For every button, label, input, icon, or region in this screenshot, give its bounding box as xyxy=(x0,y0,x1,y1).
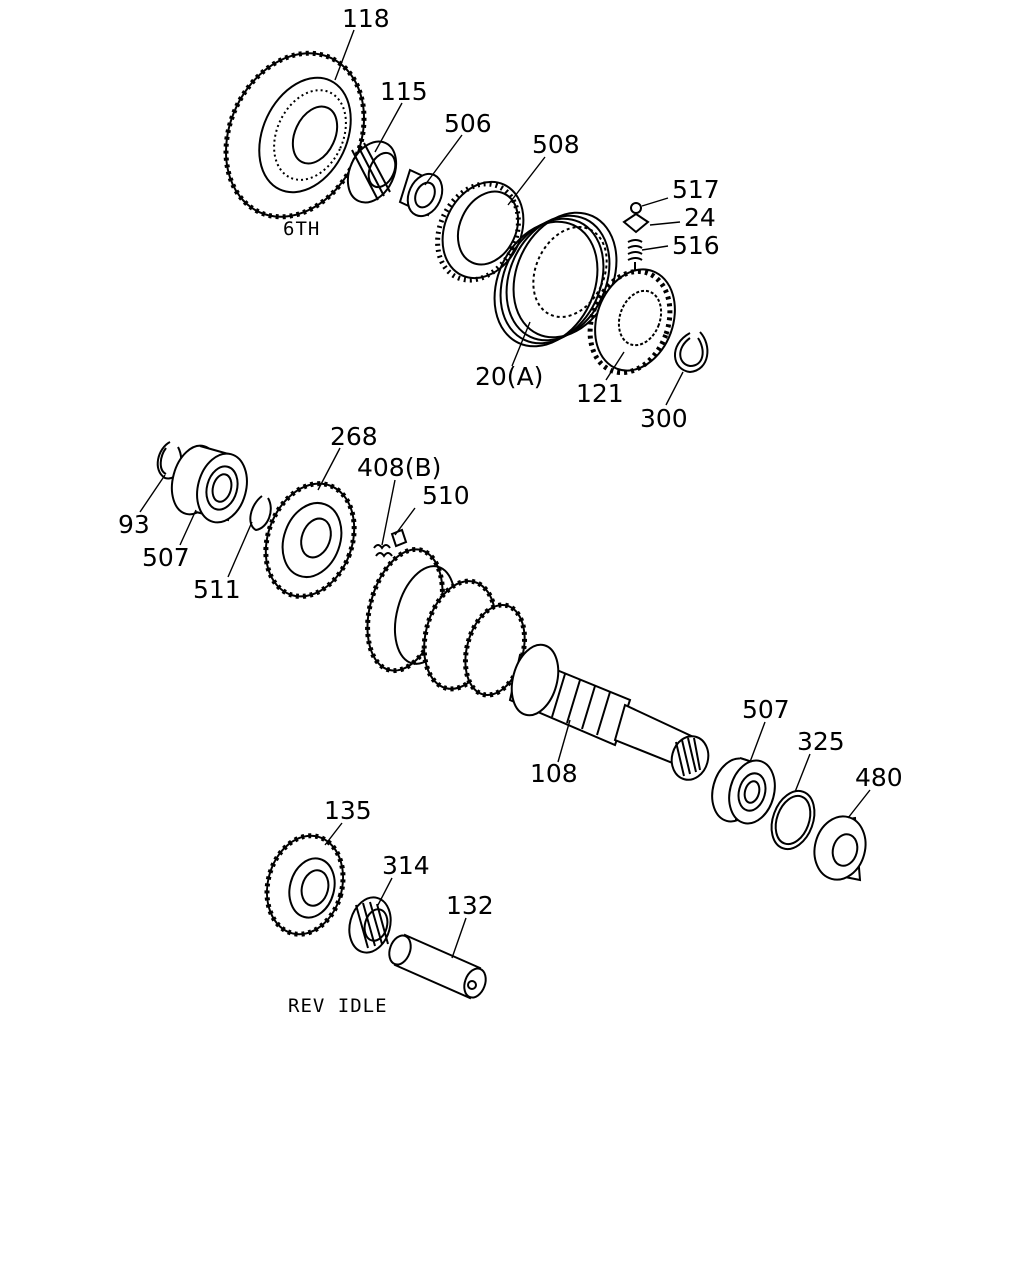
part-314-needle-bearing xyxy=(348,896,392,954)
part-135-reverse-idle-gear xyxy=(264,833,346,937)
part-118-sixth-gear xyxy=(223,50,367,220)
part-24-key xyxy=(622,212,650,234)
label-115: 115 xyxy=(380,77,428,106)
part-108-counter-shaft xyxy=(365,546,710,781)
part-517-ball xyxy=(630,202,642,214)
part-132-idle-shaft xyxy=(388,933,487,1000)
caption-sixth-gear: 6TH xyxy=(283,218,320,240)
label-108: 108 xyxy=(530,759,578,788)
label-314: 314 xyxy=(382,851,430,880)
label-20a: 20(A) xyxy=(475,362,543,391)
label-480: 480 xyxy=(855,763,903,792)
label-510: 510 xyxy=(422,481,470,510)
leader-lines xyxy=(139,29,871,959)
label-93: 93 xyxy=(118,510,150,539)
label-507-rear: 507 xyxy=(742,695,790,724)
part-408b-spring xyxy=(373,544,393,558)
part-480-cap xyxy=(813,815,867,882)
part-20a-sleeve xyxy=(493,211,618,348)
part-268-gear-plate xyxy=(263,481,357,599)
label-300: 300 xyxy=(640,404,688,433)
part-507-ball-bearing-rear xyxy=(711,757,776,825)
label-135: 135 xyxy=(324,796,372,825)
label-24: 24 xyxy=(684,203,716,232)
group-captions: 6TH REV IDLE xyxy=(283,218,388,1017)
part-506-collar xyxy=(398,168,444,218)
part-510-pin xyxy=(390,528,408,548)
label-511: 511 xyxy=(193,575,241,604)
label-507-front: 507 xyxy=(142,543,190,572)
label-408b: 408(B) xyxy=(357,453,441,482)
part-300-snap-ring xyxy=(674,331,709,374)
label-325: 325 xyxy=(797,727,845,756)
label-517: 517 xyxy=(672,175,720,204)
part-number-labels: 118 115 506 508 517 24 516 20(A) 121 300… xyxy=(118,4,903,920)
label-508: 508 xyxy=(532,130,580,159)
part-511-snap-ring xyxy=(249,495,272,532)
part-325-o-ring xyxy=(770,789,816,851)
label-516: 516 xyxy=(672,231,720,260)
part-115-needle-bearing xyxy=(346,140,398,204)
label-118: 118 xyxy=(342,4,390,33)
caption-reverse-idle: REV IDLE xyxy=(288,995,388,1017)
label-506: 506 xyxy=(444,109,492,138)
part-507-ball-bearing-front xyxy=(170,444,248,524)
label-132: 132 xyxy=(446,891,494,920)
label-121: 121 xyxy=(576,379,624,408)
label-268: 268 xyxy=(330,422,378,451)
